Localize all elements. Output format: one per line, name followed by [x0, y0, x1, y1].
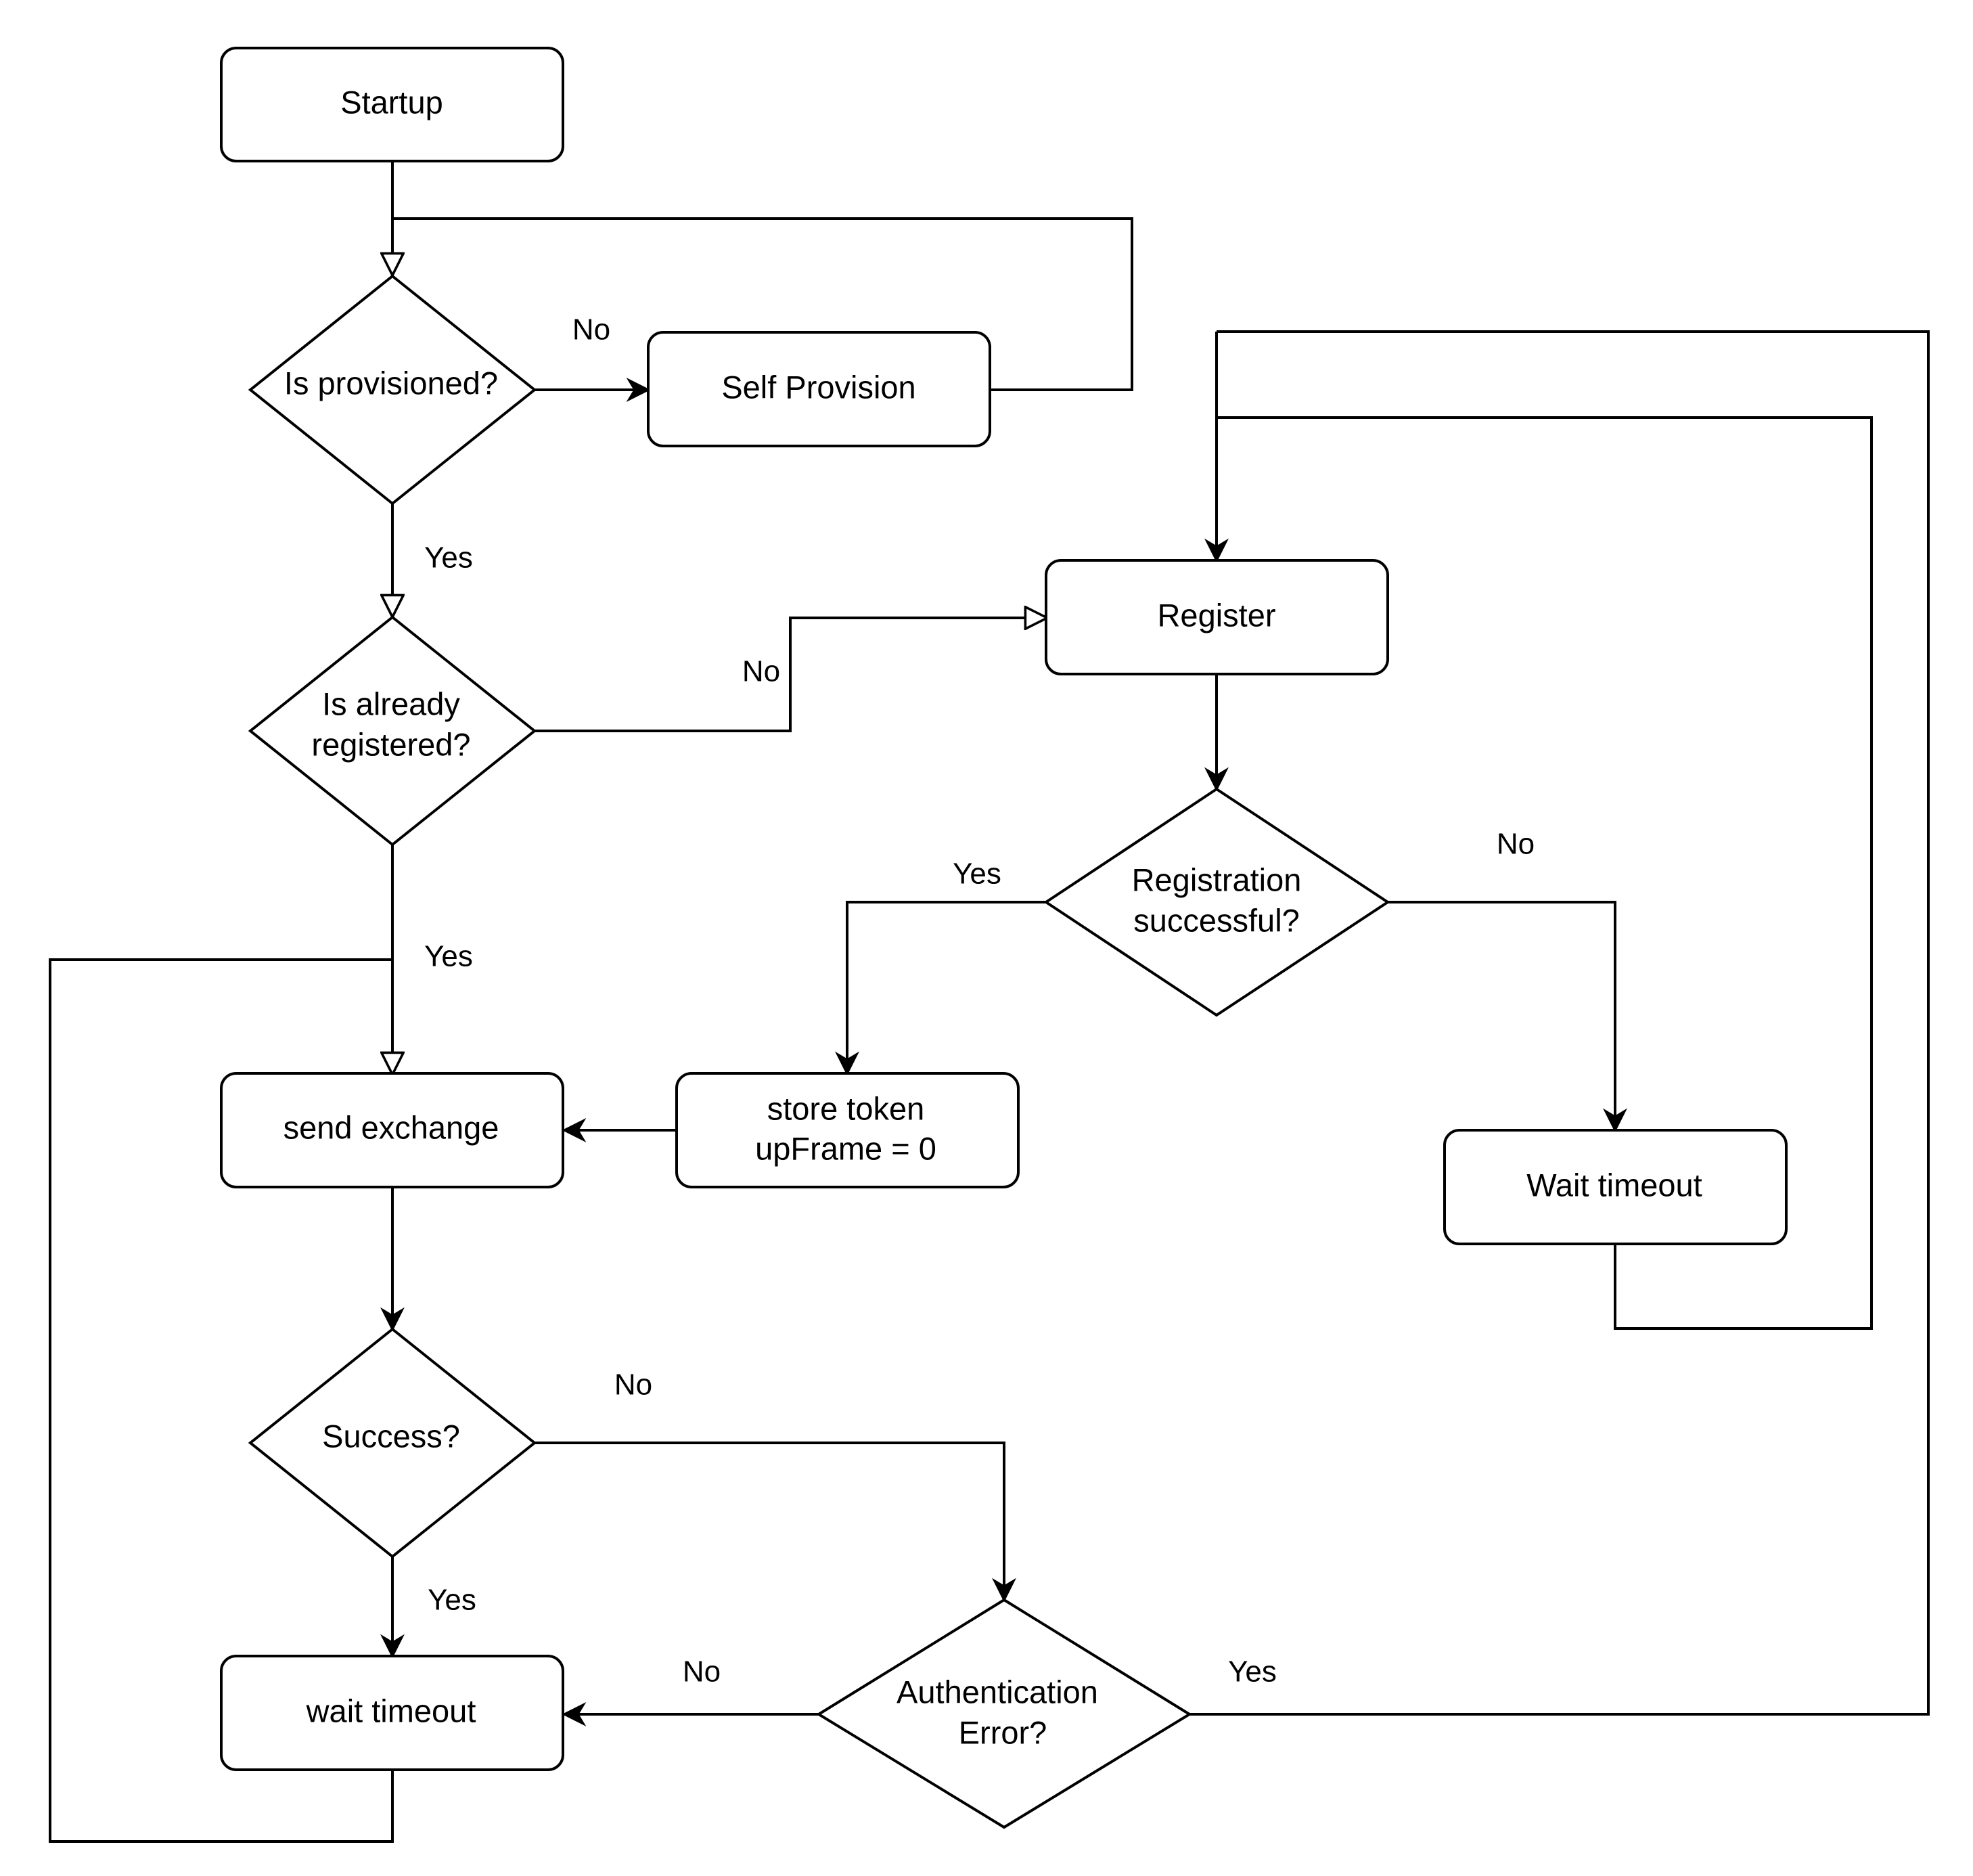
node-send-exchange: send exchange: [220, 1072, 564, 1188]
node-store-token: store token upFrame = 0: [675, 1072, 1020, 1188]
label-provisioned-no: No: [572, 313, 610, 347]
edge-auth-yes: [1189, 330, 1930, 1716]
edge-wait-loop: [49, 958, 394, 1843]
edge-self-provision-loop: [392, 217, 1133, 391]
node-self-provision-label: Self Provision: [721, 369, 915, 405]
label-auth-yes: Yes: [1228, 1655, 1277, 1689]
label-registration-no: No: [1497, 828, 1535, 861]
node-wait-timeout-register: Wait timeout: [1443, 1129, 1788, 1245]
label-success-yes: Yes: [428, 1584, 476, 1617]
edge-success-no: [535, 1442, 1016, 1603]
label-success-no: No: [614, 1368, 652, 1402]
edge-wait-timeout-loop: [1217, 416, 1873, 1330]
node-is-registered-label-2: registered?: [311, 726, 470, 762]
node-store-token-label-2: upFrame = 0: [755, 1130, 936, 1166]
edge-registered-no: [535, 618, 1046, 732]
node-startup-label: Startup: [340, 84, 443, 120]
node-startup: Startup: [220, 47, 564, 162]
node-registration-successful-label-1: Registration: [1132, 862, 1302, 897]
node-registration-successful: Registration successful?: [1043, 787, 1390, 1017]
node-success: Success?: [248, 1327, 537, 1559]
node-store-token-label-1: store token: [767, 1090, 925, 1126]
edge-registration-no: [1388, 901, 1627, 1133]
label-registration-yes: Yes: [953, 857, 1001, 891]
node-auth-error-label-2: Error?: [959, 1714, 1047, 1750]
node-auth-error-label-1: Authentication: [897, 1674, 1098, 1710]
node-is-provisioned-label: Is provisioned?: [284, 365, 498, 401]
node-wait-timeout-register-label: Wait timeout: [1526, 1167, 1702, 1203]
node-auth-error: Authentication Error?: [816, 1598, 1192, 1829]
edge-registration-yes: [835, 901, 1046, 1076]
node-is-registered-label-1: Is already: [322, 686, 460, 721]
node-success-label: Success?: [322, 1418, 460, 1454]
node-send-exchange-label: send exchange: [284, 1109, 499, 1145]
node-self-provision: Self Provision: [647, 331, 991, 447]
node-wait-timeout: wait timeout: [220, 1655, 564, 1771]
label-registered-yes: Yes: [424, 940, 473, 973]
node-is-registered: Is already registered?: [248, 615, 537, 847]
node-register-label: Register: [1157, 597, 1275, 633]
label-auth-no: No: [683, 1655, 721, 1689]
node-register: Register: [1045, 559, 1389, 675]
label-registered-no: No: [742, 655, 780, 688]
label-provisioned-yes: Yes: [424, 541, 473, 575]
node-registration-successful-label-2: successful?: [1133, 902, 1300, 938]
node-is-provisioned: Is provisioned?: [248, 274, 537, 506]
node-wait-timeout-label: wait timeout: [306, 1693, 476, 1728]
